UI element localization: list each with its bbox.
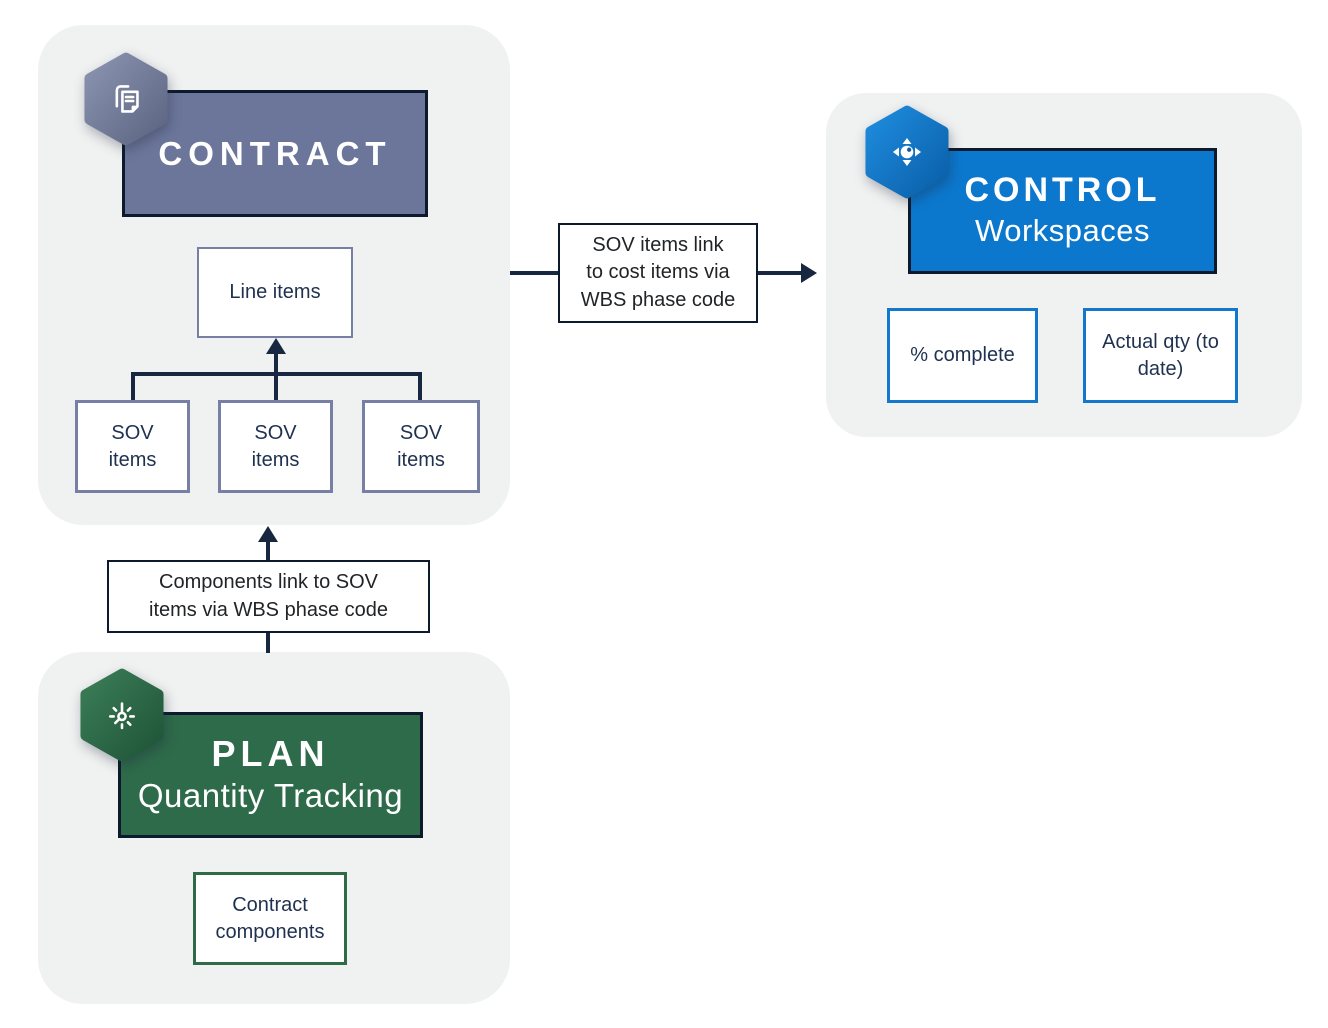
control-title: CONTROL xyxy=(964,171,1161,210)
contract-components-box: Contract components xyxy=(193,872,347,965)
sov-items-label: SOV items xyxy=(397,421,445,471)
plan-to-contract-line-lower xyxy=(266,633,270,653)
sov-link-label-box: SOV items link to cost items via WBS pha… xyxy=(558,223,758,323)
plan-title: PLAN xyxy=(211,732,330,774)
sov-tree-center-stub xyxy=(274,352,278,400)
plan-subtitle: Quantity Tracking xyxy=(137,777,404,815)
control-subtitle: Workspaces xyxy=(975,213,1150,249)
arrowhead-up-to-line-items xyxy=(266,338,286,354)
line-items-box: Line items xyxy=(197,247,353,338)
contract-title: CONTRACT xyxy=(158,134,392,172)
sov-tree-left-stub xyxy=(131,372,135,400)
control-header: CONTROL Workspaces xyxy=(908,148,1217,274)
clock-quantity-icon xyxy=(80,668,164,762)
sov-items-box-3: SOV items xyxy=(362,400,480,493)
line-items-label: Line items xyxy=(229,281,321,303)
components-link-label-box: Components link to SOV items via WBS pha… xyxy=(107,560,430,633)
sov-to-control-line-right xyxy=(758,271,803,275)
arrowhead-up-to-contract xyxy=(258,526,278,542)
percent-complete-box: % complete xyxy=(887,308,1038,403)
arrowhead-right-to-control xyxy=(801,263,817,283)
sov-link-label: SOV items link to cost items via WBS pha… xyxy=(580,233,736,311)
plan-header: PLAN Quantity Tracking xyxy=(118,712,423,838)
actual-qty-box: Actual qty (to date) xyxy=(1083,308,1238,403)
plan-to-contract-line-upper xyxy=(266,542,270,560)
percent-complete-label: % complete xyxy=(910,344,1015,366)
sov-tree-right-stub xyxy=(418,372,422,400)
sov-items-box-1: SOV items xyxy=(75,400,190,493)
sov-items-label: SOV items xyxy=(108,421,157,471)
actual-qty-label: Actual qty (to date) xyxy=(1102,330,1219,380)
move-control-icon xyxy=(865,105,949,199)
sov-items-box-2: SOV items xyxy=(218,400,333,493)
components-link-label: Components link to SOV items via WBS pha… xyxy=(149,570,388,621)
sov-to-control-line-left xyxy=(510,271,558,275)
sov-items-label: SOV items xyxy=(251,421,300,471)
copy-documents-icon xyxy=(84,52,168,146)
contract-header: CONTRACT xyxy=(122,90,428,217)
contract-components-label: Contract components xyxy=(215,893,325,943)
